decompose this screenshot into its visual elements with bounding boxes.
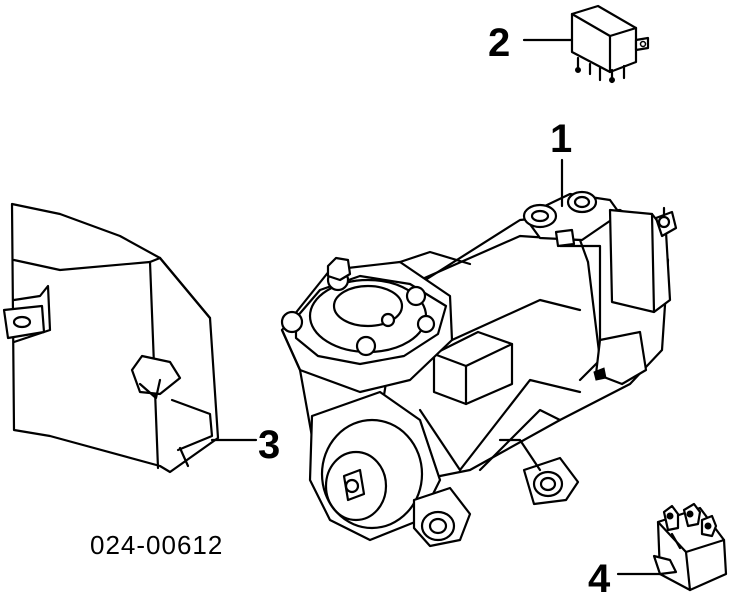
part-2-relay (570, 4, 650, 84)
callout-4: 4 (588, 557, 611, 600)
part-4-relay (652, 502, 728, 592)
part-3-heat-shield (2, 202, 220, 474)
callout-1: 1 (550, 117, 572, 161)
part-1-steering-gear (280, 190, 678, 548)
diagram-code: 024-00612 (90, 530, 223, 560)
callout-3: 3 (258, 423, 280, 467)
callout-2: 2 (488, 21, 510, 65)
